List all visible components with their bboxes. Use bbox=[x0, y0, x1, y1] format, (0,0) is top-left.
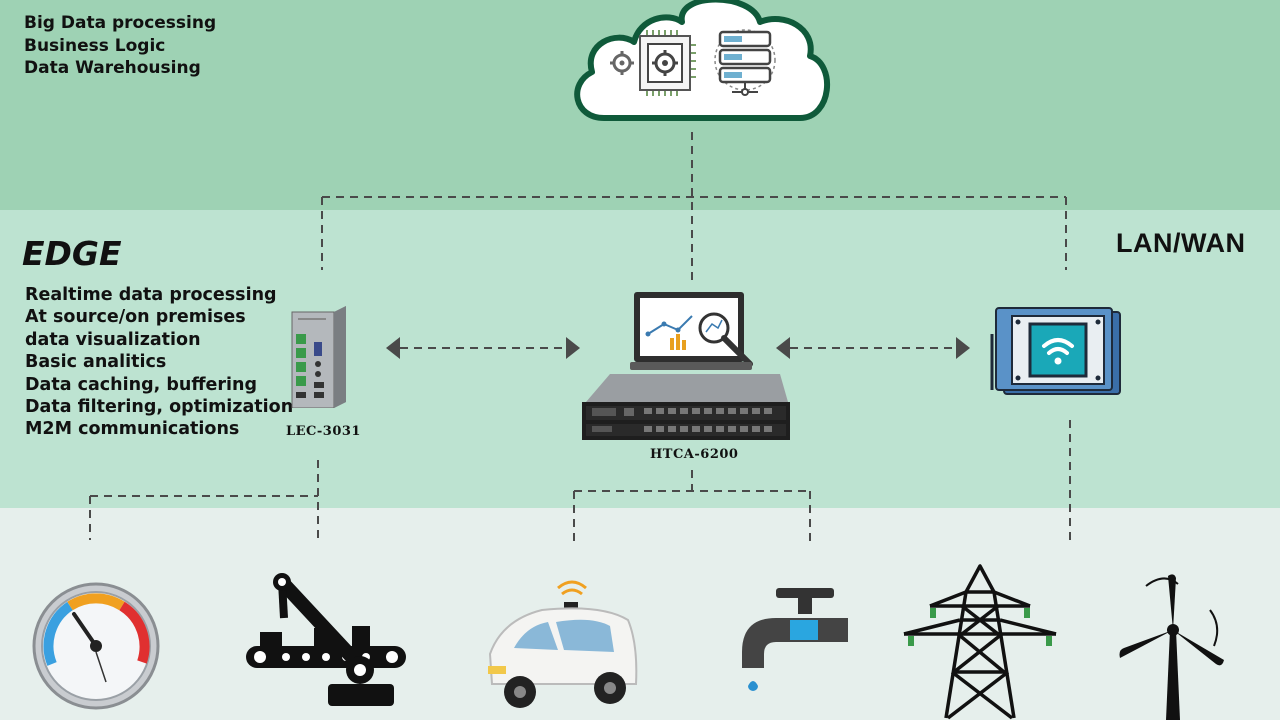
autonomous-car-icon bbox=[488, 580, 638, 708]
cpu-gear-icon bbox=[610, 30, 696, 96]
power-tower-icon bbox=[903, 564, 1057, 720]
cloud-icon bbox=[574, 0, 831, 121]
cloud-item: Big Data processing bbox=[24, 13, 217, 33]
lec-3031-label: LEC-3031 bbox=[286, 424, 361, 439]
rack-server-icon bbox=[582, 374, 790, 440]
edge-title: EDGE bbox=[22, 234, 122, 273]
cloud-item: Business Logic bbox=[24, 35, 166, 56]
edge-item: Realtime data processing bbox=[25, 285, 277, 305]
water-faucet-icon bbox=[742, 588, 848, 691]
cloud-capabilities-list: Big Data processing Business Logic Data … bbox=[24, 12, 216, 80]
edge-item: data visualization bbox=[25, 329, 201, 350]
industrial-pc-icon bbox=[291, 306, 346, 408]
robot-arm-conveyor-icon bbox=[246, 573, 406, 706]
wind-turbine-icon bbox=[1119, 574, 1224, 720]
lan-wan-label: LAN/WAN bbox=[1116, 228, 1246, 258]
cloud-item: Data Warehousing bbox=[24, 58, 201, 78]
edge-item: Basic analitics bbox=[25, 352, 167, 373]
edge-capabilities-list: Realtime data processing At source/on pr… bbox=[25, 284, 293, 441]
edge-item: At source/on premises bbox=[25, 307, 246, 328]
edge-item: Data caching, buffering bbox=[25, 374, 257, 395]
gauge-icon bbox=[32, 582, 160, 710]
wifi-gateway-icon bbox=[990, 307, 1121, 395]
device-tier-band bbox=[0, 508, 1280, 720]
edge-item: Data filtering, optimization bbox=[25, 397, 294, 418]
laptop-analytics-icon bbox=[630, 292, 753, 370]
htca-6200-label: HTCA-6200 bbox=[650, 447, 739, 462]
server-stack-icon bbox=[714, 29, 776, 96]
edge-item: M2M communications bbox=[25, 419, 240, 440]
